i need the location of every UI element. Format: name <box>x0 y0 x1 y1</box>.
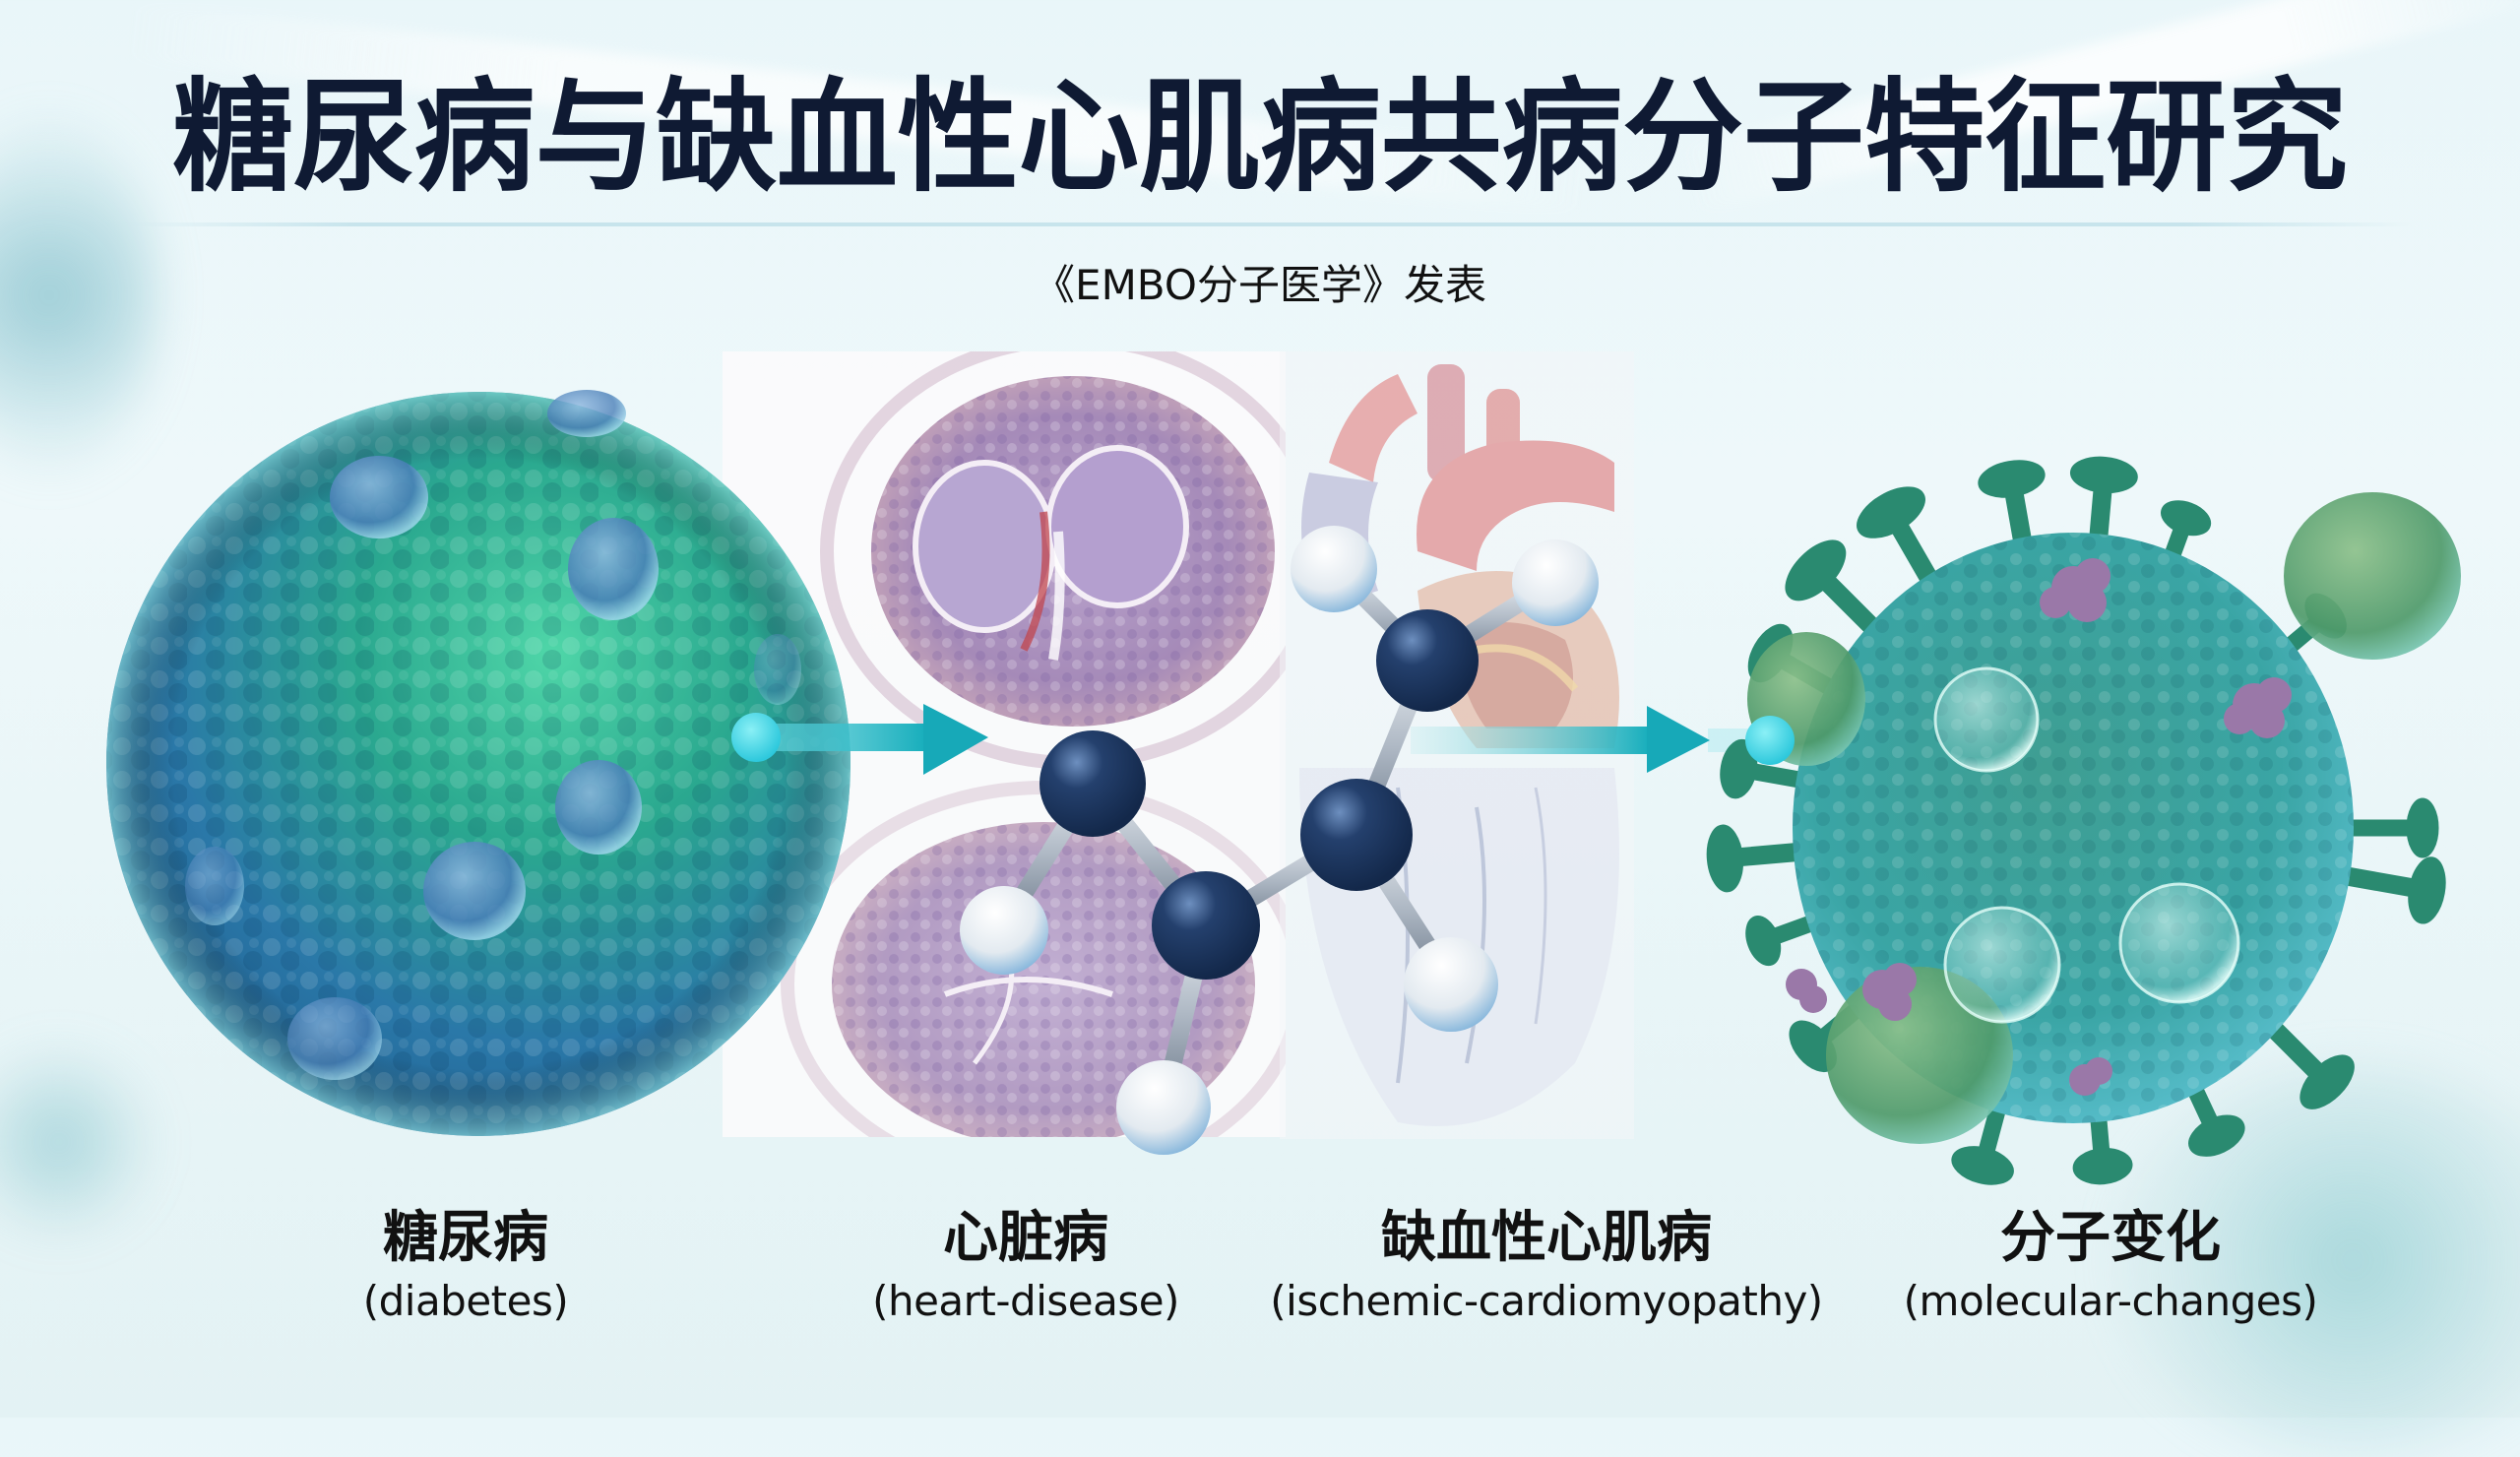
label-en: (ischemic-cardiomyopathy) <box>1270 1277 1823 1325</box>
label-zh: 糖尿病 <box>383 1206 548 1270</box>
illustration <box>106 351 2461 1185</box>
molecule-icon <box>960 526 1599 1155</box>
label-zh: 缺血性心肌病 <box>1381 1206 1712 1270</box>
label-diabetes: 糖尿病 (diabetes) <box>121 1203 810 1329</box>
label-en: (molecular-changes) <box>1903 1277 2318 1325</box>
diabetic-cell-icon <box>106 390 850 1136</box>
label-zh: 心脏病 <box>943 1206 1108 1270</box>
label-en: (heart-disease) <box>872 1277 1179 1325</box>
arrow-right-icon <box>731 704 988 775</box>
publication-subtitle: 《EMBO分子医学》发表 <box>1034 261 1486 309</box>
title-divider <box>128 222 2412 226</box>
label-zh: 分子变化 <box>2000 1206 2221 1270</box>
label-en: (diabetes) <box>362 1277 569 1325</box>
label-molecular-changes: 分子变化 (molecular-changes) <box>1766 1203 2455 1329</box>
arrow-right-icon <box>1411 706 1757 773</box>
page-title: 糖尿病与缺血性心肌病共病分子特征研究 <box>172 67 2348 209</box>
label-ischemic-cardiomyopathy: 缺血性心肌病 (ischemic-cardiomyopathy) <box>1202 1203 1891 1329</box>
label-heart-disease: 心脏病 (heart-disease) <box>681 1203 1370 1329</box>
molecular-virus-icon <box>1706 456 2461 1185</box>
